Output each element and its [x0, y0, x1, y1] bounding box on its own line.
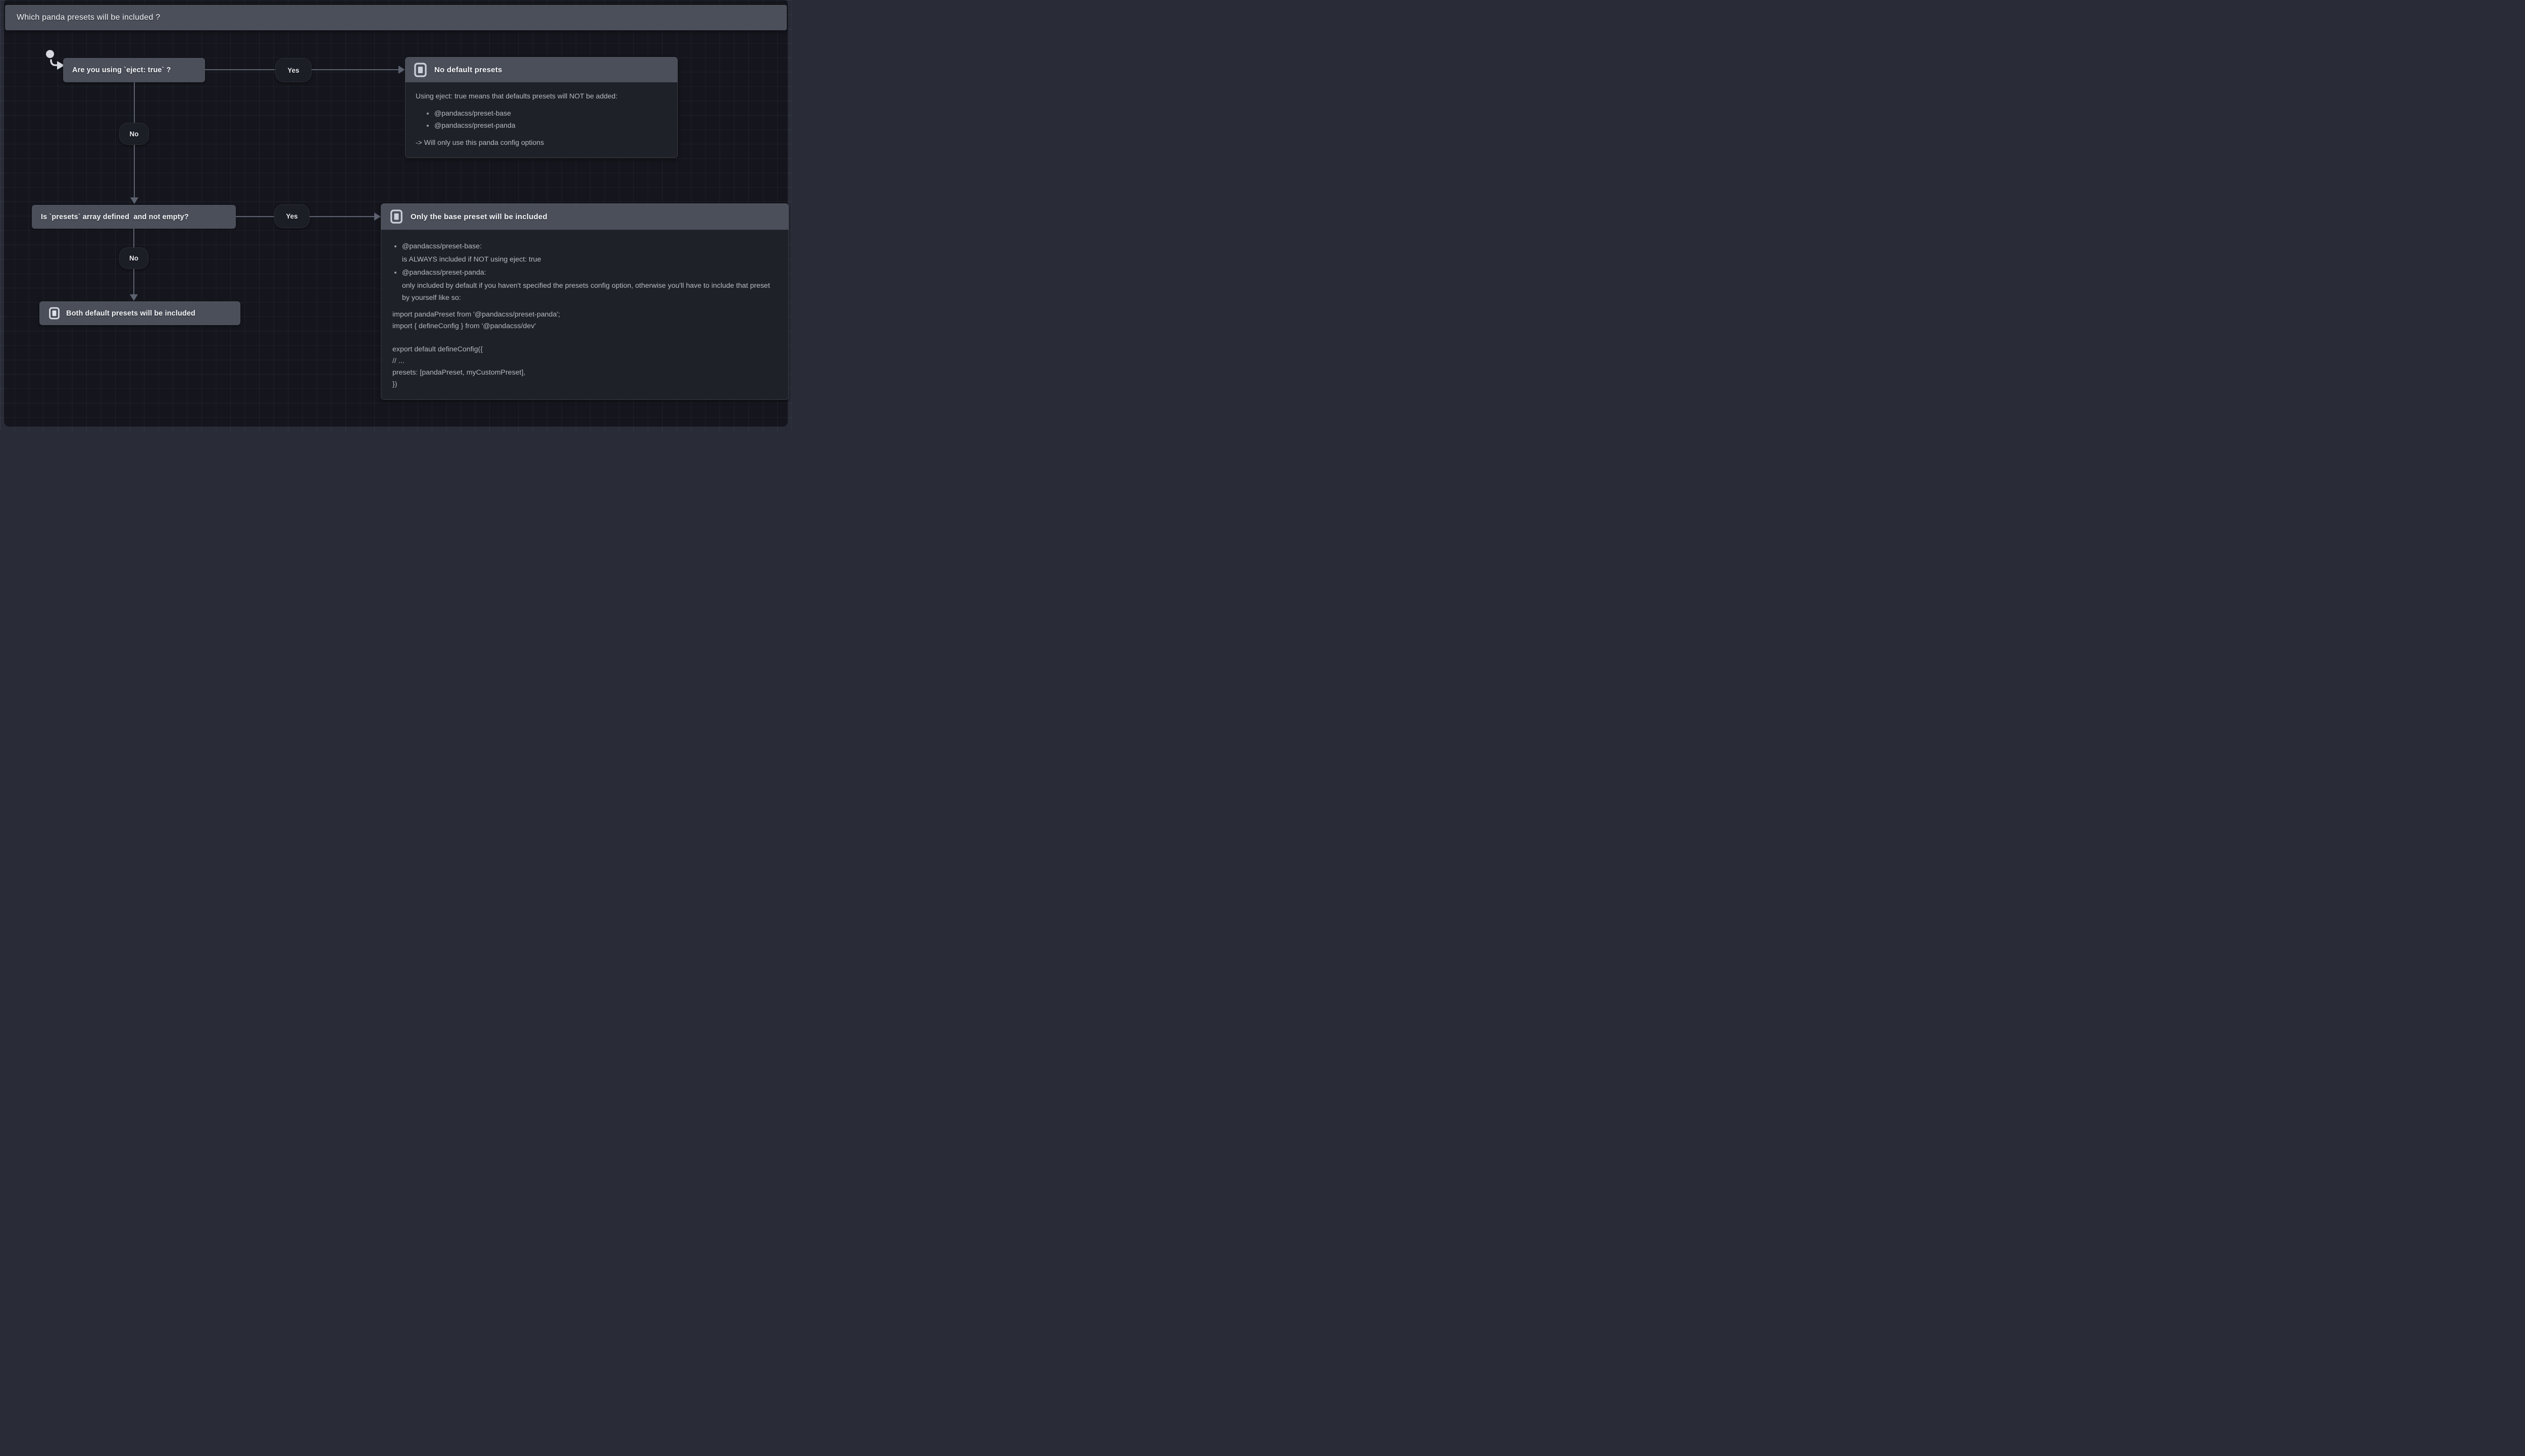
box2-header: Only the base preset will be included: [381, 203, 789, 230]
config-code-snippet: import pandaPreset from '@pandacss/prese…: [392, 309, 777, 390]
node-question-eject[interactable]: Are you using `eject: true` ?: [63, 58, 205, 82]
edge-eject-yes-segment: [205, 69, 275, 70]
edge-yes-to-box1-segment: [312, 69, 398, 70]
preset-name: @pandacss/preset-panda:: [402, 269, 486, 277]
preset-description: only included by default if you haven't …: [402, 282, 770, 302]
edge-label-yes-1[interactable]: Yes: [275, 58, 312, 82]
list-item: @pandacss/preset-panda: only included by…: [402, 267, 777, 304]
edge-presets-yes-segment: [236, 216, 274, 217]
box2-preset-list: @pandacss/preset-base: is ALWAYS include…: [392, 240, 777, 304]
result-box-base-preset-only[interactable]: Only the base preset will be included @p…: [381, 203, 789, 400]
node-result-both-label: Both default presets will be included: [66, 309, 195, 318]
list-item: @pandacss/preset-panda: [434, 119, 667, 131]
arrowhead-into-node3: [130, 294, 138, 301]
list-item: @pandacss/preset-base: is ALWAYS include…: [402, 240, 777, 266]
canvas-page: Which panda presets will be included ? A…: [0, 0, 792, 431]
code-line: import pandaPreset from '@pandacss/prese…: [392, 310, 561, 319]
diagram-title-bar[interactable]: Which panda presets will be included ?: [5, 5, 787, 30]
frame-card-icon: [414, 62, 427, 77]
node-question-eject-label: Are you using `eject: true` ?: [72, 66, 171, 74]
result-box-no-default-presets[interactable]: No default presets Using eject: true mea…: [405, 57, 678, 158]
box1-preset-list: @pandacss/preset-base @pandacss/preset-p…: [416, 107, 667, 131]
code-line: [392, 332, 777, 344]
box1-intro-text: Using eject: true means that defaults pr…: [416, 92, 618, 100]
icon-wrap: [39, 306, 60, 320]
edge-presets-no-segment: [133, 229, 134, 247]
yes-label: Yes: [287, 66, 299, 74]
yes-label: Yes: [286, 213, 298, 220]
box1-header: No default presets: [405, 57, 678, 82]
arrowhead-into-node2: [130, 197, 138, 204]
code-line: presets: [pandaPreset, myCustomPreset],: [392, 369, 526, 377]
arrowhead-into-box1: [398, 66, 405, 74]
page-title: Which panda presets will be included ?: [17, 13, 161, 22]
preset-description: is ALWAYS included if NOT using eject: t…: [402, 255, 541, 264]
edge-yes-to-box2-segment: [310, 216, 374, 217]
code-line: import { defineConfig } from '@pandacss/…: [392, 322, 536, 330]
box1-body: Using eject: true means that defaults pr…: [405, 82, 678, 158]
edge-label-no-2[interactable]: No: [119, 247, 148, 269]
node-question-presets-array[interactable]: Is `presets` array defined and not empty…: [32, 205, 236, 229]
frame-card-icon: [390, 210, 402, 224]
box2-body: @pandacss/preset-base: is ALWAYS include…: [381, 230, 789, 400]
node-result-both-presets[interactable]: Both default presets will be included: [39, 301, 240, 325]
frame-card-icon: [49, 307, 60, 320]
no-label: No: [129, 130, 139, 138]
box1-outro-text: -> Will only use this panda config optio…: [416, 138, 544, 146]
code-line: export default defineConfig({: [392, 345, 483, 353]
edge-label-no-1[interactable]: No: [119, 123, 149, 145]
no-label: No: [129, 254, 138, 262]
start-pointer-icon: [46, 50, 65, 70]
edge-eject-no-segment: [134, 82, 135, 123]
code-line: }): [392, 380, 397, 388]
code-line: // ...: [392, 357, 405, 365]
edge-no-to-node3-segment: [133, 269, 134, 294]
box2-title: Only the base preset will be included: [411, 212, 547, 221]
list-item: @pandacss/preset-base: [434, 107, 667, 119]
box1-title: No default presets: [434, 65, 502, 74]
flowchart-board[interactable]: Which panda presets will be included ? A…: [4, 0, 789, 427]
arrowhead-into-box2: [374, 213, 381, 221]
preset-name: @pandacss/preset-base:: [402, 242, 482, 250]
edge-no-to-node2-segment: [134, 145, 135, 197]
edge-label-yes-2[interactable]: Yes: [274, 204, 310, 228]
node-question-presets-label: Is `presets` array defined and not empty…: [41, 213, 189, 221]
